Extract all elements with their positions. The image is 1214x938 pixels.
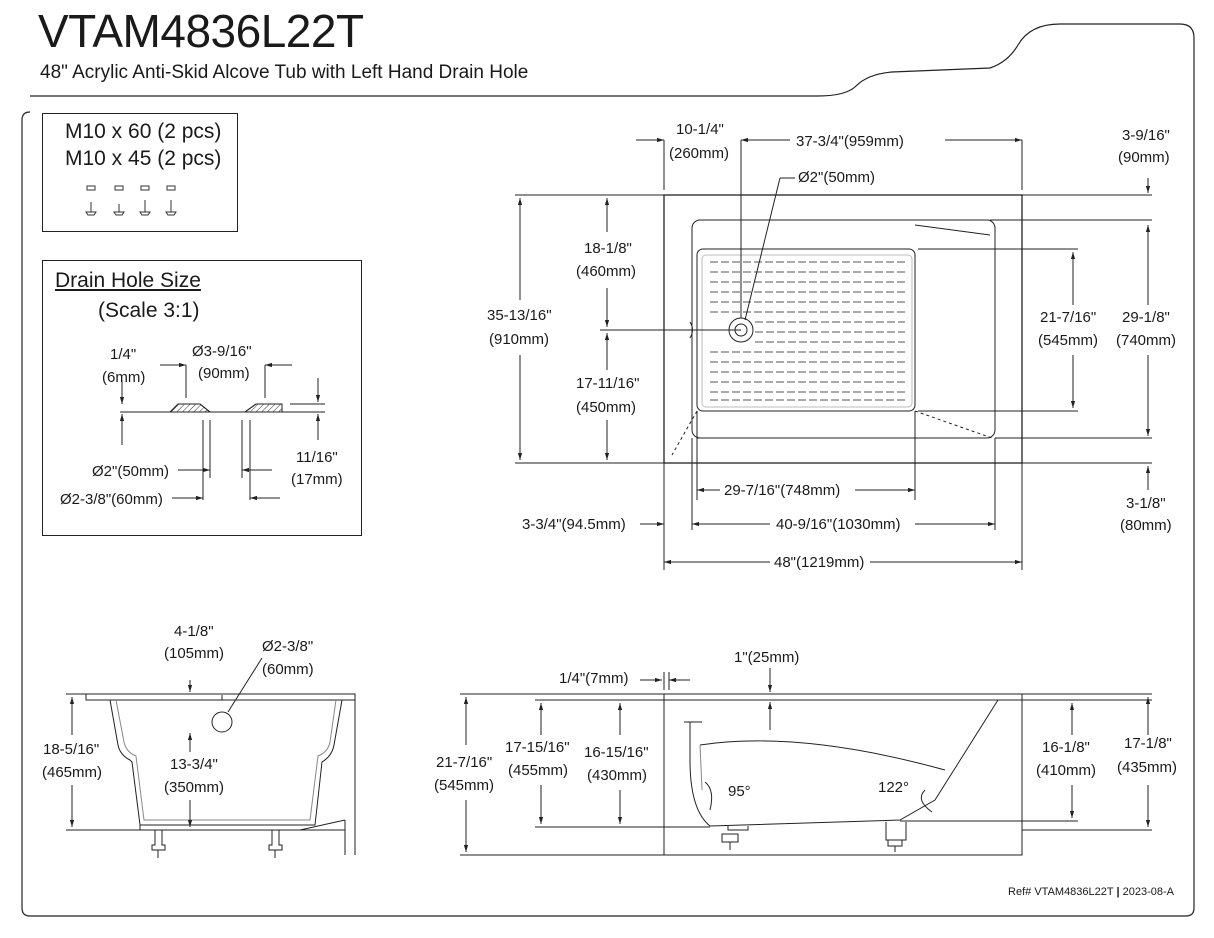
side-dim-drain-height: 13-3/4" <box>170 756 218 773</box>
frame-border <box>21 23 1195 917</box>
nut-icon <box>166 185 176 191</box>
top-dim-left-rim: 3-3/4"(94.5mm) <box>522 516 626 533</box>
drain-dim-quarter-mm: (6mm) <box>102 369 145 386</box>
drain-dim-inner: Ø2"(50mm) <box>92 463 169 480</box>
front-view <box>460 668 1152 856</box>
top-dim-lower-mm: (450mm) <box>576 399 636 416</box>
top-dim-right-offset-mm: (90mm) <box>1118 149 1170 166</box>
front-dim-h1: 17-15/16" <box>505 739 570 756</box>
bolt-icons <box>85 185 177 216</box>
top-dim-bottom-right-mm: (80mm) <box>1120 517 1172 534</box>
top-dim-total-length: 48"(1219mm) <box>774 554 864 571</box>
drain-dim-quarter: 1/4" <box>110 346 136 363</box>
nut-icon <box>86 185 96 191</box>
top-dim-total-depth: 35-13/16" <box>487 307 552 324</box>
front-dim-total-height: 21-7/16" <box>436 754 492 771</box>
top-dim-floor: 21-7/16" <box>1040 309 1096 326</box>
drain-detail <box>119 362 325 501</box>
top-dim-right-offset: 3-9/16" <box>1122 127 1170 144</box>
nut-icon <box>140 185 150 191</box>
ref-number: Ref# VTAM4836L22T <box>1008 886 1114 898</box>
model-title: VTAM4836L22T <box>38 5 364 57</box>
drain-dim-flange: Ø3-9/16" <box>192 343 252 360</box>
front-dim-h3: 16-1/8" <box>1042 739 1090 756</box>
top-dim-inner-length: 40-9/16"(1030mm) <box>776 516 901 533</box>
side-dim-drain-offset: 4-1/8" <box>174 623 214 640</box>
drain-hole-box: Drain Hole Size (Scale 3:1) <box>42 260 362 536</box>
bolt-icon <box>85 202 97 216</box>
side-dim-drain-dia-mm: (60mm) <box>262 661 314 678</box>
front-dim-h4-mm: (435mm) <box>1117 759 1177 776</box>
side-dim-drain-offset-mm: (105mm) <box>164 645 224 662</box>
drain-title: Drain Hole Size <box>55 269 201 292</box>
hardware-line-1: M10 x 60 (2 pcs) <box>65 120 222 143</box>
drain-dim-height-mm: (17mm) <box>291 471 343 488</box>
product-description: 48" Acrylic Anti-Skid Alcove Tub with Le… <box>40 62 529 83</box>
top-dim-bottom-right: 3-1/8" <box>1126 495 1166 512</box>
top-dim-floor-length: 29-7/16"(748mm) <box>724 482 840 499</box>
nut-icon <box>114 185 124 191</box>
ref-separator: | <box>1116 886 1120 898</box>
top-dim-floor-mm: (545mm) <box>1038 332 1098 349</box>
top-dim-upper-mm: (460mm) <box>576 263 636 280</box>
front-dim-h2-mm: (430mm) <box>587 767 647 784</box>
front-dim-wall: 1/4"(7mm) <box>559 670 629 687</box>
top-dim-upper: 18-1/8" <box>584 240 632 257</box>
front-dim-angle1: 95° <box>728 783 751 800</box>
side-view <box>66 657 356 858</box>
top-dim-inner-depth-mm: (740mm) <box>1116 332 1176 349</box>
top-dim-total-depth-mm: (910mm) <box>489 331 549 348</box>
ref-date: 2023-08-A <box>1122 886 1174 898</box>
top-dim-drain: Ø2"(50mm) <box>798 169 875 186</box>
side-dim-height-mm: (465mm) <box>42 764 102 781</box>
drain-dim-height: 11/16" <box>296 449 338 466</box>
bolt-icon <box>113 204 125 216</box>
hardware-line-2: M10 x 45 (2 pcs) <box>65 147 222 170</box>
top-dim-left-offset-mm: (260mm) <box>669 145 729 162</box>
front-dim-angle2: 122° <box>878 779 909 796</box>
top-dim-inner-depth: 29-1/8" <box>1122 309 1170 326</box>
top-dim-left-offset: 10-1/4" <box>676 121 724 138</box>
front-dim-rim: 1"(25mm) <box>734 649 799 666</box>
bolt-icon <box>139 200 151 216</box>
side-dim-height: 18-5/16" <box>43 741 99 758</box>
front-dim-h1-mm: (455mm) <box>508 762 568 779</box>
front-dim-h2: 16-15/16" <box>584 744 649 761</box>
footer-ref: Ref# VTAM4836L22T | 2023-08-A <box>1008 886 1174 898</box>
top-dim-lower: 17-11/16" <box>576 375 639 392</box>
front-dim-h4: 17-1/8" <box>1124 735 1172 752</box>
drain-scale: (Scale 3:1) <box>98 299 200 322</box>
side-dim-drain-height-mm: (350mm) <box>164 779 224 796</box>
front-dim-total-height-mm: (545mm) <box>434 777 494 794</box>
front-dim-h3-mm: (410mm) <box>1036 762 1096 779</box>
hardware-box: M10 x 60 (2 pcs) M10 x 45 (2 pcs) <box>42 113 238 232</box>
drain-dim-outer: Ø2-3/8"(60mm) <box>60 491 163 508</box>
top-dim-width: 37-3/4"(959mm) <box>796 133 904 150</box>
drain-dim-flange-mm: (90mm) <box>198 365 250 382</box>
bolt-icon <box>165 200 177 216</box>
side-dim-drain-dia: Ø2-3/8" <box>262 638 313 655</box>
top-view <box>515 137 1152 570</box>
